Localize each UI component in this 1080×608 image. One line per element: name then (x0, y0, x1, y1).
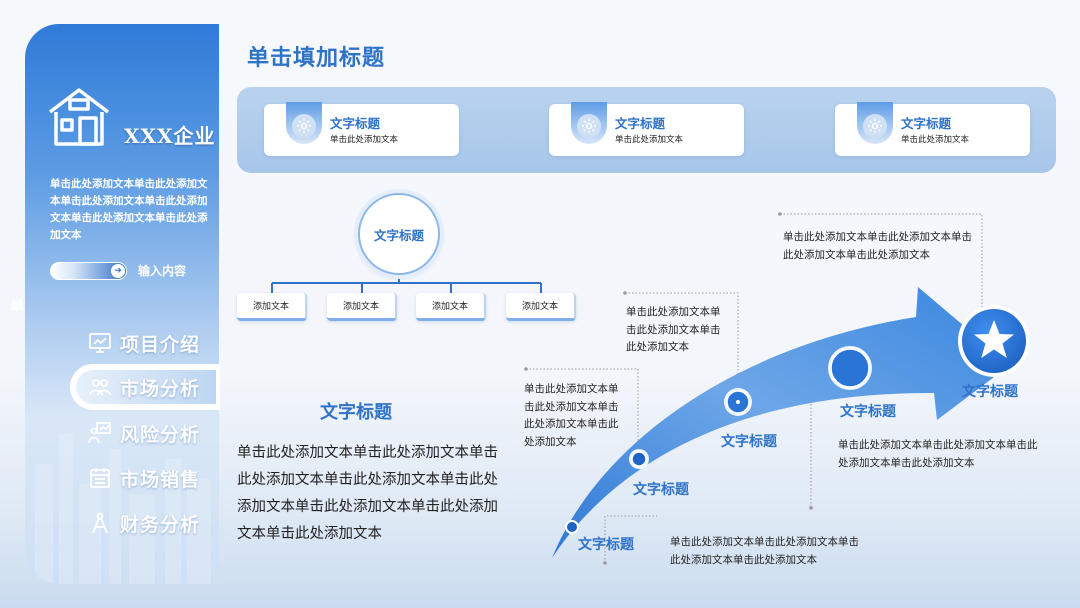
info-card-2[interactable]: 文字标题 单击此处添加文本 (549, 102, 744, 156)
left-block-text: 单击此处添加文本单击此处添加文本单击此处添加文本单击此处添加文本单击此处添加文本… (237, 445, 498, 542)
card-text: 单击此处添加文本 (901, 135, 970, 145)
timeline-node-title: 文字标题 (840, 404, 896, 420)
timeline-node-note: 单击此处添加文本单击此处添加文本单击此处添加文本单击此处添加文本 (838, 439, 1038, 469)
arrow-right-icon: ➔ (111, 264, 125, 278)
timeline-node-note: 单击此处添加文本单击此处添加文本单击此处添加文本单击此处添加文本 (524, 383, 619, 448)
timeline-node-title: 文字标题 (721, 434, 777, 450)
company-intro: 单击此处添加文本单击此处添加文本单击此处添加文本单击此处添加文本单击此处添加文本… (50, 178, 208, 241)
timeline-node-title: 文字标题 (633, 482, 689, 498)
tree-leaf-node[interactable]: 添加文本 (237, 293, 307, 321)
tree-leaf-node[interactable]: 添加文本 (327, 293, 397, 321)
monitor-icon (89, 333, 111, 353)
tree-root-label: 文字标题 (373, 227, 424, 243)
nav-item-risk[interactable]: 风险分析 (88, 418, 200, 448)
gear-icon (292, 114, 316, 138)
nav-item-finance[interactable]: 财务分析 (88, 508, 200, 538)
edge-text: 单 (10, 299, 24, 315)
nav-active-highlight-inner (76, 370, 216, 404)
input-toggle[interactable]: ➔ (50, 262, 127, 280)
team-icon (89, 379, 111, 396)
arrow-body (552, 287, 1010, 558)
nav-label: 风险分析 (120, 423, 201, 446)
card-title: 文字标题 (330, 116, 381, 131)
nav-label: 市场销售 (120, 468, 201, 491)
timeline-node-note: 单击此处添加文本单击此处添加文本单击此处添加文本单击此处添加文本 (783, 231, 972, 261)
nav-label: 市场分析 (120, 377, 201, 400)
left-block-title: 文字标题 (320, 402, 392, 423)
skyline-decoration (35, 434, 211, 584)
card-tab (857, 102, 893, 144)
gear-icon (577, 114, 601, 138)
timeline-node-note: 单击此处添加文本单击此处添加文本单击此处添加文本单击此处添加文本 (670, 536, 859, 566)
tree-leaf-node[interactable]: 添加文本 (416, 293, 486, 321)
card-text: 单击此处添加文本 (615, 135, 684, 145)
nav-item-project[interactable]: 项目介绍 (88, 328, 200, 358)
nav-label: 财务分析 (120, 513, 201, 536)
house-logo-icon (48, 88, 110, 146)
gear-icon (863, 114, 887, 138)
tree-leaf-node[interactable]: 添加文本 (506, 293, 576, 321)
presentation-icon (88, 422, 111, 444)
compass-icon (92, 512, 108, 534)
card-text: 单击此处添加文本 (330, 135, 399, 145)
nav-item-market[interactable]: 市场分析 (88, 372, 200, 402)
timeline-node-title: 文字标题 (962, 384, 1018, 400)
card-tab (286, 102, 322, 144)
nav-item-sales[interactable]: 市场销售 (88, 463, 200, 493)
timeline-node-title: 文字标题 (578, 537, 634, 553)
nav-label: 项目介绍 (120, 333, 201, 356)
info-card-3[interactable]: 文字标题 单击此处添加文本 (835, 102, 1030, 156)
star-icon (974, 320, 1014, 358)
company-name: XXX企业 (124, 124, 216, 148)
input-label[interactable]: 输入内容 (138, 264, 187, 278)
sidebar-panel (25, 24, 219, 584)
tree-root-node[interactable]: 文字标题 (358, 193, 440, 275)
calendar-icon (90, 468, 110, 488)
card-tab (571, 102, 607, 144)
timeline-node-note: 单击此处添加文本单击此处添加文本单击此处添加文本 (626, 306, 721, 353)
info-card-1[interactable]: 文字标题 单击此处添加文本 (264, 102, 459, 156)
card-title: 文字标题 (615, 116, 666, 131)
card-title: 文字标题 (901, 116, 952, 131)
tree-connectors (271, 274, 542, 294)
page-title: 单击填加标题 (247, 45, 386, 71)
